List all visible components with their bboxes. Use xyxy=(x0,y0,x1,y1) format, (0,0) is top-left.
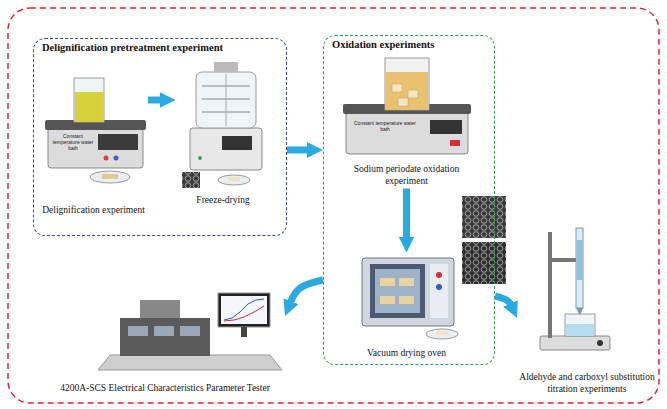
wood-sample xyxy=(436,331,448,335)
petri-dish xyxy=(90,171,130,183)
sem-pattern xyxy=(462,196,506,238)
equipment-caption: Sodium periodate oxidation experiment xyxy=(338,163,476,187)
bath-logo xyxy=(450,140,460,146)
dryer-dome xyxy=(196,72,256,128)
flow-arrow xyxy=(289,280,323,305)
dryer-light xyxy=(198,156,202,160)
wood-sample xyxy=(392,84,402,92)
wood-sample xyxy=(102,174,118,179)
oxidation-bath xyxy=(343,58,471,154)
freeze-dryer xyxy=(182,62,262,188)
tester-panel xyxy=(180,326,200,336)
equipment-node: Aldehyde and carboxyl substitution titra… xyxy=(517,225,657,397)
tray-sample xyxy=(380,278,395,286)
oven-button xyxy=(436,272,442,278)
stage-panel: Oxidation experimentsSodium periodate ox… xyxy=(323,35,495,365)
shelf-rod xyxy=(226,74,227,126)
tester-table xyxy=(98,355,282,370)
parameter-tester xyxy=(98,293,282,370)
equipment-node: Vacuum drying oven xyxy=(337,253,477,361)
sem-pattern xyxy=(462,242,506,284)
flow-arrow xyxy=(403,189,410,241)
oven-body xyxy=(362,258,454,326)
stand-rod xyxy=(548,232,552,338)
flow-arrow xyxy=(148,97,164,104)
petri-dish xyxy=(426,329,458,339)
monitor-screen xyxy=(221,296,267,324)
beaker xyxy=(74,78,104,122)
dryer-display xyxy=(222,136,252,150)
tester-panel xyxy=(128,326,148,336)
outer-frame xyxy=(8,8,659,403)
burette-liquid xyxy=(577,240,582,280)
tray-sample xyxy=(399,278,414,286)
oven-button xyxy=(436,284,442,290)
equipment-caption: Delignification experiment xyxy=(42,204,145,216)
panel-heading: Oxidation experiments xyxy=(324,36,494,53)
equipment-caption: Freeze-drying xyxy=(196,194,249,206)
tester-panel xyxy=(154,326,174,336)
bath-button xyxy=(114,156,119,161)
bath-button xyxy=(104,156,109,161)
probe-station xyxy=(140,300,180,318)
bath-body xyxy=(346,112,468,154)
petri-dish xyxy=(218,175,250,185)
equipment-node: 4200A-SCS Electrical Characteristics Par… xyxy=(45,288,285,396)
bath-display xyxy=(98,134,138,150)
water-bath xyxy=(45,78,146,183)
monitor-stand xyxy=(241,327,247,337)
flow-arrow xyxy=(495,296,512,307)
tray-sample xyxy=(380,296,395,304)
monitor xyxy=(218,293,270,327)
device-label: Constant temperature water bath xyxy=(352,120,418,132)
clamp xyxy=(548,258,578,262)
flow-arrow xyxy=(287,147,311,154)
vacuum-oven xyxy=(362,196,506,339)
beaker-liquid xyxy=(75,92,103,122)
equipment-caption: Vacuum drying oven xyxy=(367,347,446,359)
iv-curve xyxy=(224,306,264,321)
beaker-liquid xyxy=(566,324,594,336)
sem-image xyxy=(462,242,506,284)
equipment-caption: 4200A-SCS Electrical Characteristics Par… xyxy=(60,382,270,394)
dryer-base xyxy=(190,128,262,170)
beaker-liquid xyxy=(386,72,428,110)
wood-sample xyxy=(398,98,408,106)
wood-sample xyxy=(228,177,240,181)
tray-sample xyxy=(399,296,414,304)
wood-sample xyxy=(408,90,418,98)
equipment-caption: Aldehyde and carboxyl substitution titra… xyxy=(519,371,655,395)
equipment-node: Freeze-drying xyxy=(176,58,271,208)
oven-window xyxy=(375,269,420,313)
bath-body xyxy=(48,128,143,168)
oven-panel xyxy=(430,264,448,318)
tester-body xyxy=(120,318,210,356)
sem-pattern xyxy=(182,172,200,188)
sem-image xyxy=(462,196,506,238)
beaker xyxy=(565,314,595,336)
sem-image xyxy=(182,172,200,188)
panel-heading: Delignification pretreatment experiment xyxy=(34,39,286,56)
equipment-node: Delignification experiment xyxy=(39,78,148,218)
bath-display xyxy=(430,120,462,134)
device-label: Constant temperature water bath xyxy=(51,133,95,151)
titration-setup xyxy=(540,228,610,350)
beaker xyxy=(385,58,429,110)
stirrer-knob xyxy=(597,340,603,346)
burette xyxy=(576,228,583,308)
oven-door xyxy=(370,264,425,318)
dryer-cap xyxy=(214,62,238,72)
stirrer-base xyxy=(540,336,610,350)
iv-curve xyxy=(224,299,264,320)
